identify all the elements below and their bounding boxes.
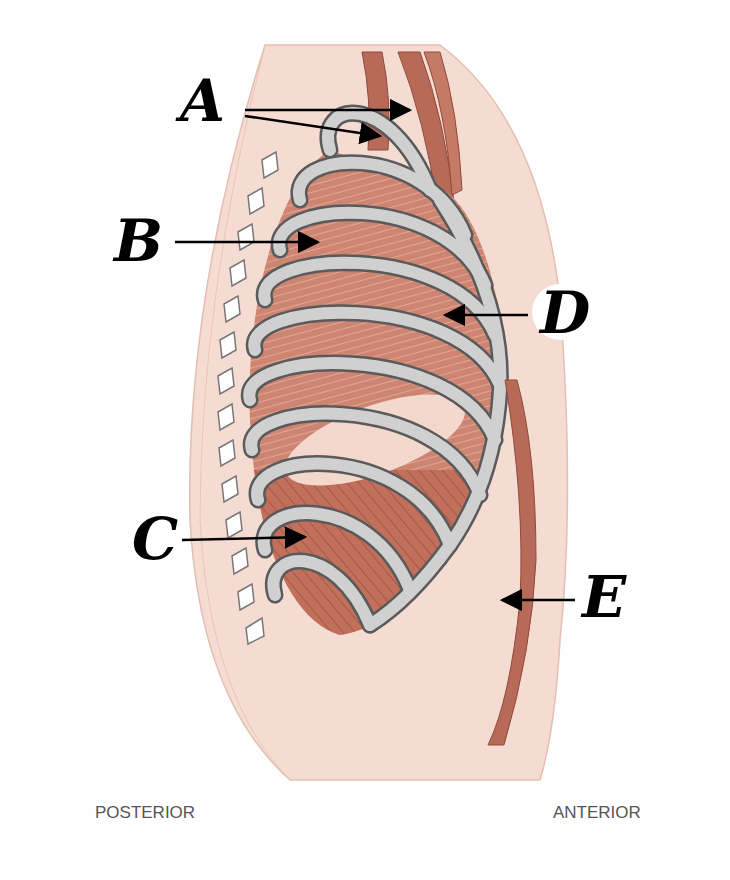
part-letter: B xyxy=(114,212,163,270)
part-letter: E xyxy=(582,568,626,626)
part-letter: C xyxy=(132,510,178,568)
direction-label: POSTERIOR xyxy=(95,804,195,821)
direction-label: ANTERIOR xyxy=(553,804,641,821)
part-letter: A xyxy=(180,72,225,130)
part-letter: D xyxy=(540,284,590,342)
